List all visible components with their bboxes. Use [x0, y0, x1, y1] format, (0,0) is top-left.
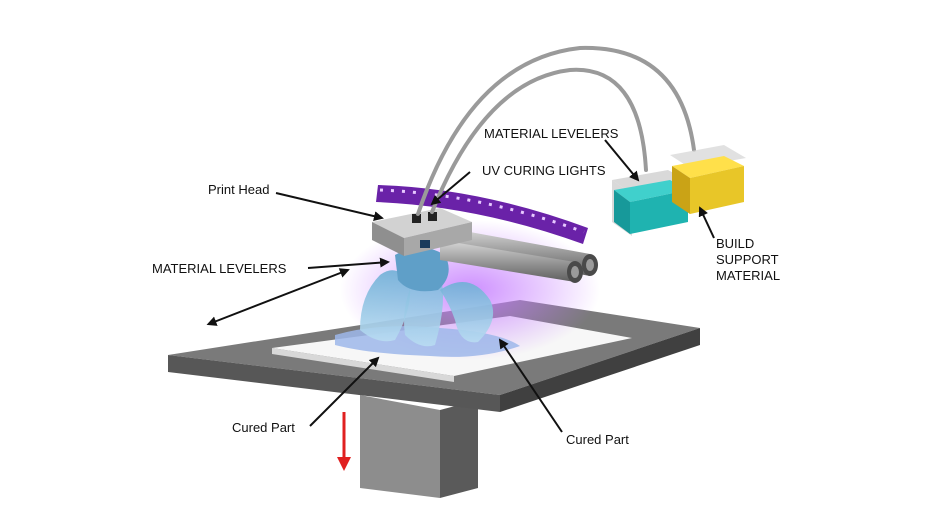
- label-material-levelers-left: MATERIAL LEVELERS: [152, 261, 287, 276]
- leader-build-support: [698, 206, 715, 239]
- platform-pedestal: [360, 395, 478, 498]
- label-cured-part-left: Cured Part: [232, 420, 295, 435]
- leader-cured-part-left: [309, 356, 380, 427]
- leader-lines: [206, 139, 715, 433]
- label-support: SUPPORT: [716, 252, 779, 267]
- leader-uv-curing-lights: [430, 171, 471, 206]
- label-material-levelers-top: MATERIAL LEVELERS: [484, 126, 619, 141]
- cured-part: [360, 247, 494, 347]
- material-leveler-rollers: [440, 228, 598, 283]
- leader-material-levelers-top: [604, 139, 640, 182]
- label-material: MATERIAL: [716, 268, 780, 283]
- leader-cured-part-right: [498, 338, 563, 433]
- label-uv-curing-lights: UV CURING LIGHTS: [482, 163, 606, 178]
- leader-print-head: [275, 192, 384, 222]
- material-tubes: [416, 45, 696, 216]
- label-cured-part-right: Cured Part: [566, 432, 629, 447]
- leader-material-levelers-left: [307, 257, 390, 269]
- leader-movement-double-arrow: [206, 268, 350, 326]
- label-print-head: Print Head: [208, 182, 269, 197]
- support-material-reservoir: [670, 145, 746, 214]
- uv-curing-light-bar: [376, 185, 588, 244]
- print-head: [372, 208, 472, 256]
- label-build: BUILD: [716, 236, 754, 251]
